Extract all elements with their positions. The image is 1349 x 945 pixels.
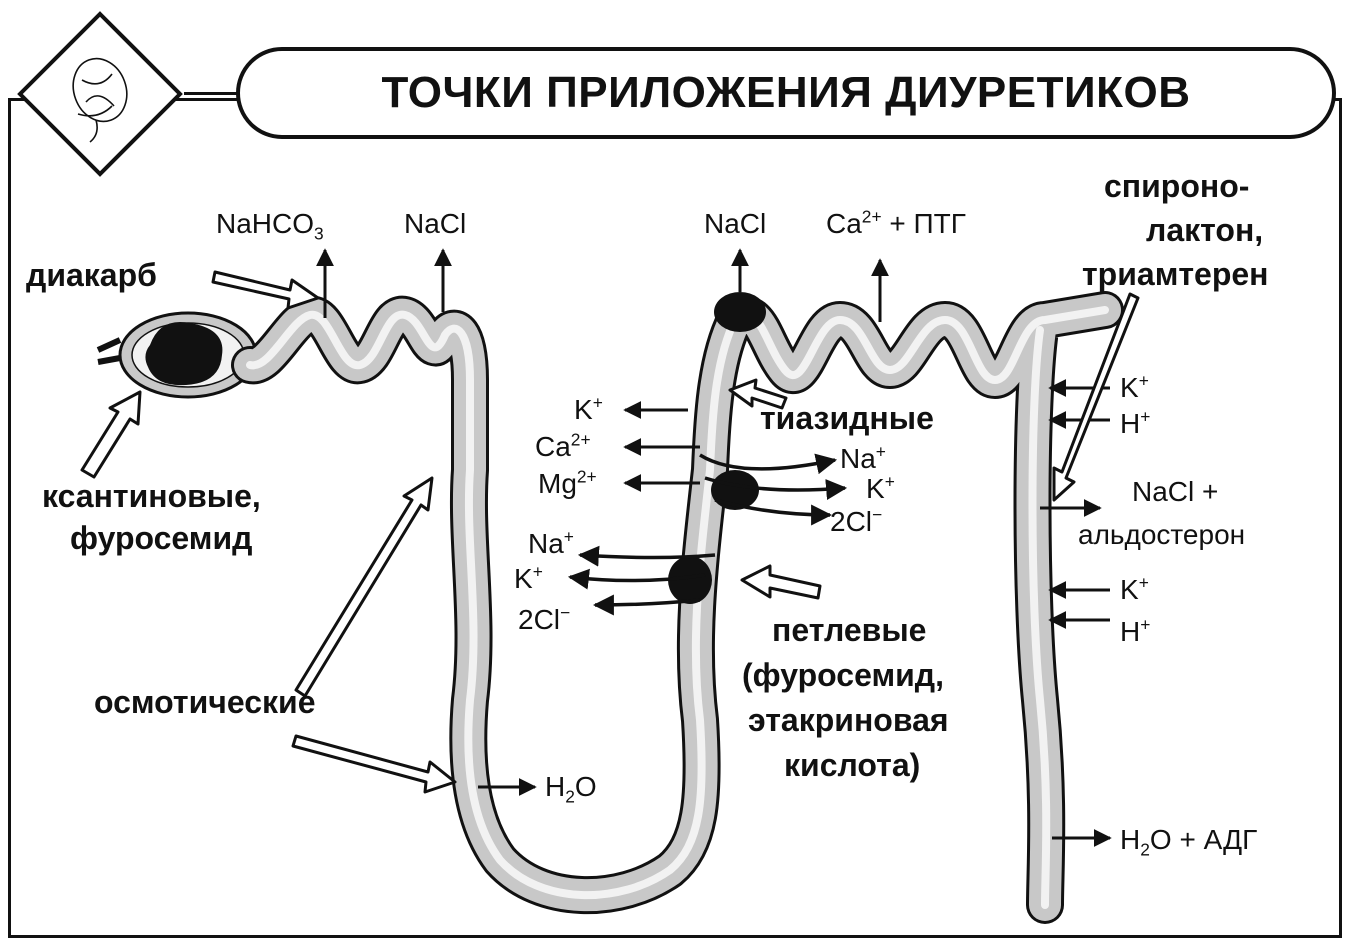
title-connector (184, 92, 240, 95)
label-xanthine-1: ксантиновые, (42, 478, 261, 514)
osmotic-arrow-1 (294, 476, 434, 698)
logo-diamond (17, 11, 183, 177)
label-nacl-distal: NaCl (704, 208, 767, 239)
thiazide-transporter (711, 470, 759, 510)
label-osmotic: осмотические (94, 684, 316, 720)
label-loop-1: петлевые (772, 612, 927, 648)
label-diacarb: диакарб (26, 257, 157, 293)
drug-arrows (80, 270, 1140, 794)
label-h-cd1: H+ (1120, 406, 1151, 439)
label-k-cd1: K+ (1120, 370, 1149, 403)
label-na-loop: Na+ (528, 526, 574, 559)
diacarb-arrow (211, 270, 320, 310)
label-mg-ascending: Mg2+ (538, 466, 597, 499)
label-loop-4: кислота) (784, 747, 921, 783)
loop-ion-arrows (567, 545, 716, 616)
label-h2o-adh: H2O + АДГ (1120, 824, 1258, 860)
label-nacl-aldosterone-2: альдостерон (1078, 519, 1246, 550)
label-k-loop: K+ (514, 561, 543, 594)
label-cl-thiazide: 2Cl− (830, 504, 883, 537)
label-k-thiazide: K+ (866, 471, 895, 504)
title-banner: ТОЧКИ ПРИЛОЖЕНИЯ ДИУРЕТИКОВ (236, 47, 1336, 139)
label-k-ascending: K+ (574, 392, 603, 425)
label-h-cd2: H+ (1120, 614, 1151, 647)
loop-arrow (740, 564, 822, 600)
xanthine-arrow (80, 390, 142, 479)
label-spiro-3: триамтерен (1082, 256, 1269, 292)
kidney-sketch-icon (72, 57, 128, 143)
label-na-thiazide: Na+ (840, 441, 886, 474)
ion-arrows-left (623, 401, 700, 492)
glomerulus (145, 321, 223, 386)
bowman-capsule (96, 311, 258, 399)
label-thiazide: тиазидные (760, 400, 934, 436)
label-loop-3: этакриновая (748, 702, 949, 738)
page-title: ТОЧКИ ПРИЛОЖЕНИЯ ДИУРЕТИКОВ (381, 68, 1191, 117)
spiro-arrow (1052, 292, 1140, 502)
label-nacl-proximal: NaCl (404, 208, 467, 239)
label-ca-ptg: Ca2+ + ПТГ (826, 206, 966, 239)
label-k-cd2: K+ (1120, 572, 1149, 605)
nephron-tubule (231, 291, 1124, 924)
label-spiro-2: лактон, (1146, 212, 1264, 248)
label-h2o-descending: H2O (545, 771, 597, 807)
macula-densa (714, 292, 766, 332)
reabsorption-arrows (316, 248, 889, 322)
label-ca-ascending: Ca2+ (535, 429, 591, 462)
label-nahco3: NaHCO3 (216, 208, 324, 244)
label-loop-2: (фуросемид, (742, 657, 944, 693)
thiazide-arrow (728, 378, 788, 410)
label-spiro-1: спироно- (1104, 168, 1250, 204)
osmotic-arrow-2 (291, 734, 457, 794)
thiazide-ion-arrows (699, 453, 848, 526)
label-nacl-aldosterone-1: NaCl + (1132, 476, 1219, 507)
diagram-frame (8, 98, 1342, 938)
loop-transporter (668, 556, 712, 604)
label-cl-loop: 2Cl− (518, 602, 571, 635)
label-xanthine-2: фуросемид (70, 520, 253, 556)
